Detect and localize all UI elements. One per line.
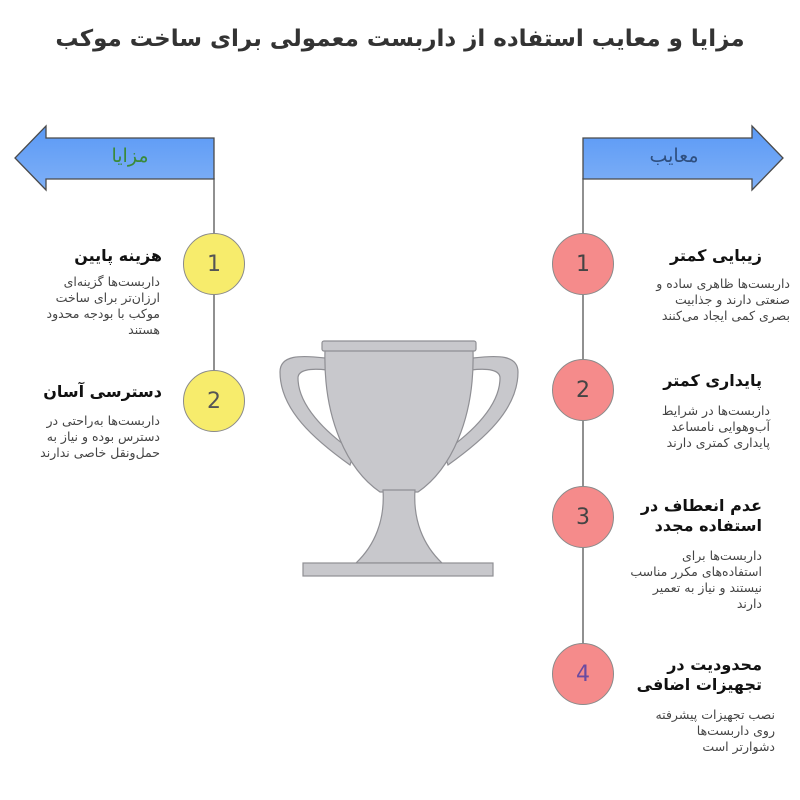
pros-item-desc: داربست‌ها به‌راحتی در دسترس بوده و نیاز …	[40, 413, 160, 460]
cons-number-badge: 3	[552, 486, 614, 548]
cons-item-title: زیبایی کمتر	[669, 246, 762, 265]
cons-item-title: عدم انعطاف در استفاده مجدد	[640, 496, 762, 535]
cons-header-label: معایب	[649, 145, 699, 167]
cons-item-desc: داربست‌ها در شرایط آب‌وهوایی نامساعد پای…	[661, 403, 770, 450]
pros-number-badge: 2	[183, 370, 245, 432]
pros-arrow-shape	[14, 124, 215, 192]
pros-header-label: مزایا	[111, 145, 149, 167]
cons-arrow-shape	[582, 124, 784, 192]
cons-item-title: محدودیت در تجهیزات اضافی	[636, 655, 762, 694]
trophy-icon	[279, 340, 519, 577]
pros-item-title: دسترسی آسان	[43, 382, 162, 401]
cons-number-badge: 4	[552, 643, 614, 705]
cons-item-desc: داربست‌ها برای استفاده‌های مکرر مناسب نی…	[630, 548, 762, 611]
cons-number-badge: 2	[552, 359, 614, 421]
page-title: مزایا و معایب استفاده از داربست معمولی ب…	[55, 26, 745, 52]
cons-number-badge: 1	[552, 233, 614, 295]
pros-item-title: هزینه پایین	[74, 246, 162, 265]
cons-item-title: پایداری کمتر	[663, 371, 762, 390]
cons-item-desc: داربست‌ها ظاهری ساده و صنعتی دارند و جذا…	[656, 276, 790, 323]
pros-number-badge: 1	[183, 233, 245, 295]
cons-item-desc: نصب تجهیزات پیشرفته روی داربست‌ها دشوارت…	[655, 707, 775, 754]
pros-item-desc: داربست‌ها گزینه‌ای ارزان‌تر برای ساخت مو…	[46, 274, 160, 337]
